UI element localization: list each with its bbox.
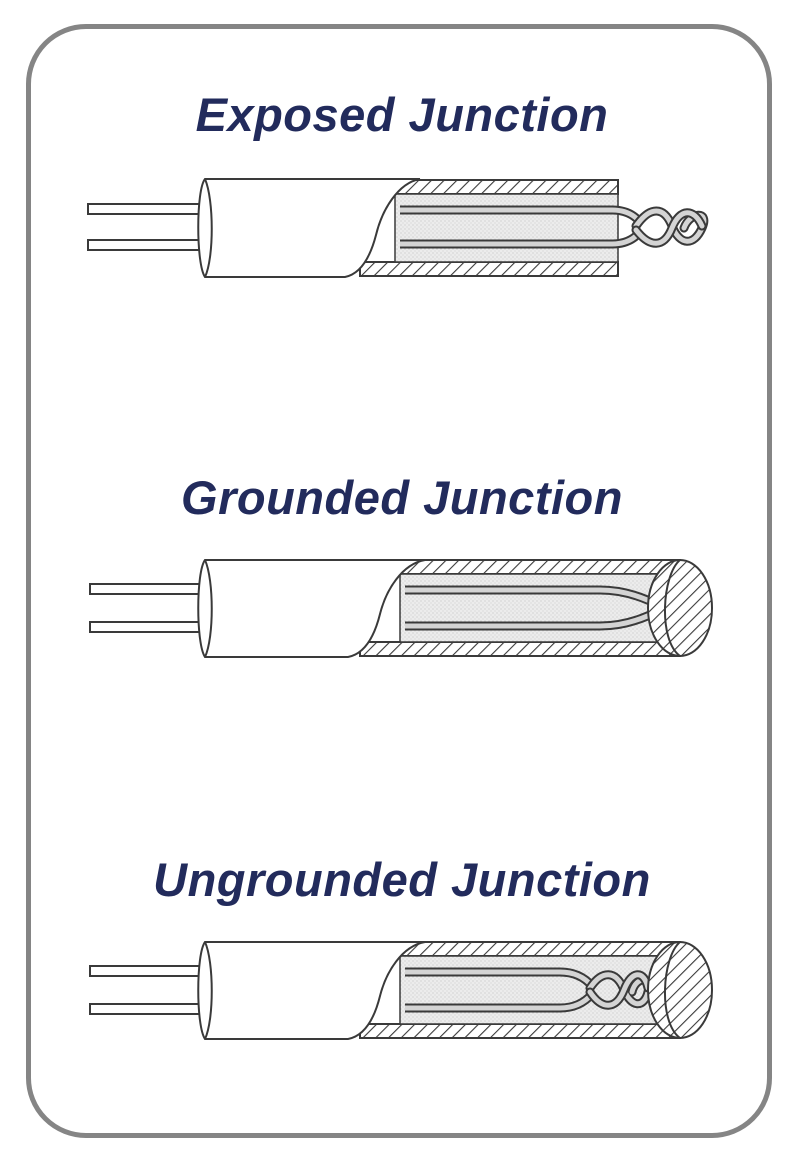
- grounded-end-cap: [647, 559, 713, 657]
- ungrounded-junction-diagram: [89, 941, 713, 1040]
- exposed-junction-diagram: [87, 178, 709, 278]
- sheath: [359, 179, 619, 277]
- lead-wires: [89, 965, 209, 1015]
- exposed-junction-title: Exposed Junction: [195, 88, 609, 141]
- lead-wires: [89, 583, 209, 633]
- insulation-sleeve: [197, 941, 426, 1040]
- insulation-sleeve: [197, 178, 421, 278]
- ungrounded-end-cap: [647, 941, 713, 1039]
- lead-wires: [87, 203, 207, 251]
- ungrounded-junction-title: Ungrounded Junction: [153, 853, 651, 906]
- grounded-junction-title: Grounded Junction: [181, 471, 623, 524]
- grounded-junction-diagram: [89, 559, 713, 658]
- insulation-sleeve: [197, 559, 426, 658]
- ungrounded-junction-bead: [585, 970, 654, 1010]
- exposed-junction-bead: [631, 206, 709, 248]
- sheath: [359, 559, 681, 657]
